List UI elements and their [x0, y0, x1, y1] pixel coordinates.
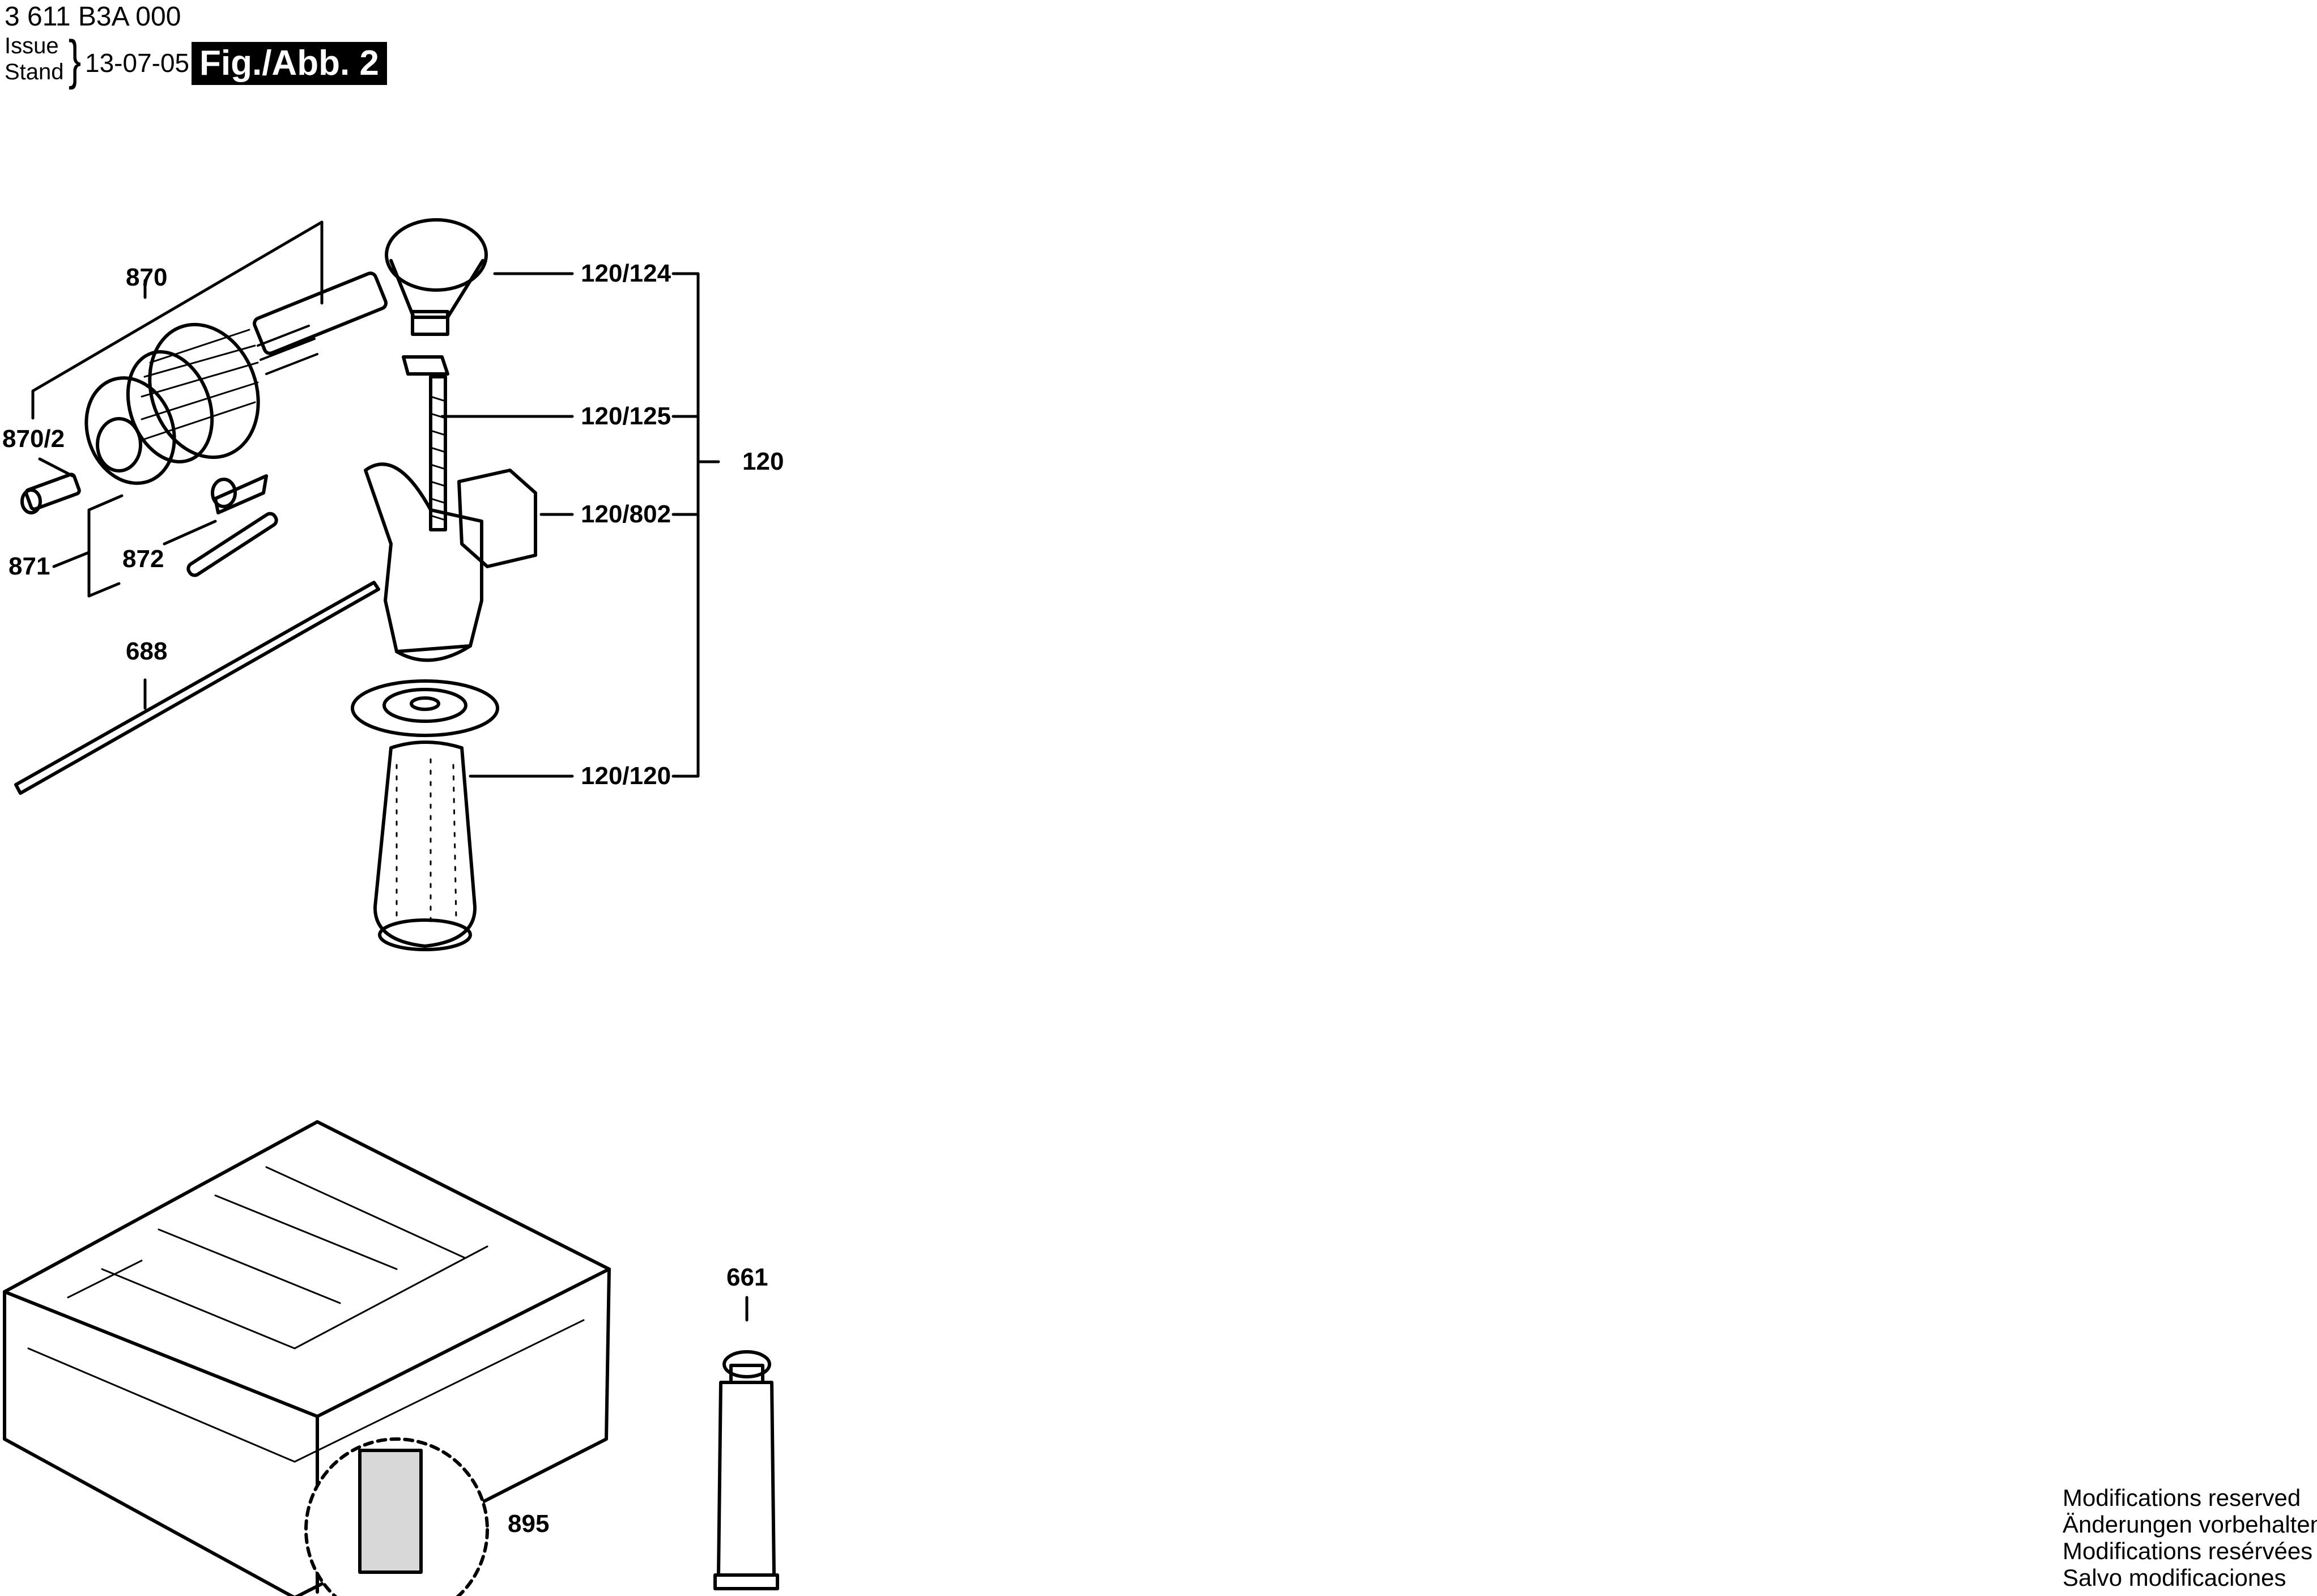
stand-label: Stand: [5, 59, 64, 84]
callout-872: 872: [122, 545, 164, 573]
callout-870: 870: [126, 263, 168, 291]
callout-120-802: 120/802: [581, 500, 671, 528]
sds-adapter-part: [253, 271, 388, 375]
chuck-key-part: [186, 474, 278, 577]
modifications-note: Modifications reserved Änderungen vorbeh…: [2063, 1484, 2317, 1591]
carrying-case: [3, 1120, 611, 1596]
modifications-de: Änderungen vorbehalten: [2063, 1511, 2317, 1538]
callout-895: 895: [508, 1510, 550, 1538]
callout-870-2: 870/2: [2, 425, 65, 453]
brace-glyph: }: [68, 29, 82, 90]
callout-120-124: 120/124: [581, 259, 671, 287]
modifications-es: Salvo modificaciones: [2063, 1564, 2286, 1591]
threaded-rod-part: [429, 375, 447, 531]
callout-120-120: 120/120: [581, 762, 671, 790]
clamp-band-part: [385, 218, 488, 376]
screw-part: [20, 473, 81, 514]
issue-date: 13-07-05: [85, 48, 190, 78]
modifications-fr: Modifications resérvées: [2063, 1538, 2313, 1564]
callout-688: 688: [126, 637, 168, 665]
figure-title: Fig./Abb. 2: [192, 42, 387, 85]
drill-chuck-part: [84, 322, 260, 485]
callout-120: 120: [742, 448, 784, 475]
issue-label: Issue: [5, 33, 59, 58]
depth-stop-rod: [14, 581, 380, 795]
callout-871: 871: [8, 552, 50, 580]
callout-120-125: 120/125: [581, 402, 671, 430]
handle-housing-part: [364, 462, 537, 662]
grease-tube-part: [713, 1350, 779, 1590]
callout-661: 661: [726, 1263, 768, 1291]
side-grip-part: [351, 679, 499, 951]
document-number: 3 611 B3A 000: [5, 2, 181, 32]
issue-stand-labels: Issue Stand: [5, 33, 64, 85]
modifications-en: Modifications reserved: [2063, 1484, 2301, 1511]
